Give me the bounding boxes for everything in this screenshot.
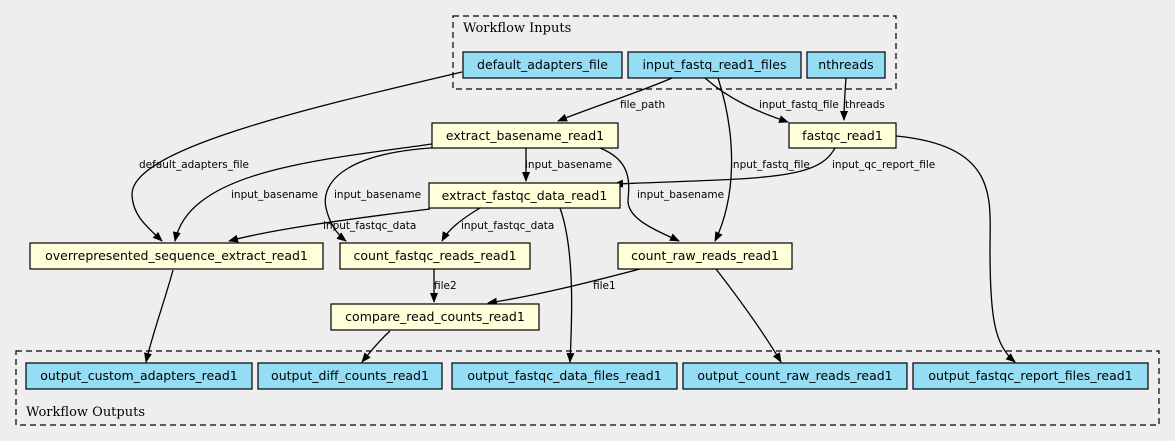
edge-label-input-qc-report-file: input_qc_report_file — [832, 159, 935, 171]
edge-default-adapters-file — [131, 71, 463, 242]
node-overrepresented-sequence-extract-read1[interactable]: overrepresented_sequence_extract_read1 — [29, 242, 324, 270]
edge-count-raw-reads — [715, 268, 782, 363]
node-output-diff-counts-read1[interactable]: output_diff_counts_read1 — [257, 362, 443, 390]
node-label: output_fastqc_data_files_read1 — [467, 368, 661, 383]
edge-label-input-fastqc-data-2: input_fastqc_data — [461, 220, 554, 232]
node-extract-basename-read1[interactable]: extract_basename_read1 — [431, 122, 619, 149]
edge-label-file-path: file_path — [620, 99, 665, 111]
edge-input-fastqc-data-2 — [441, 207, 481, 242]
edge-fastqc-data-files — [559, 207, 575, 363]
node-count-raw-reads-read1[interactable]: count_raw_reads_read1 — [617, 242, 793, 270]
workflow-inputs-cluster: Workflow Inputs — [452, 15, 897, 90]
node-count-fastqc-reads-read1[interactable]: count_fastqc_reads_read1 — [339, 242, 531, 270]
node-output-count-raw-reads-read1[interactable]: output_count_raw_reads_read1 — [682, 362, 908, 390]
node-label: output_fastqc_report_files_read1 — [928, 368, 1132, 383]
edge-input-basename-2 — [324, 146, 451, 242]
edge-label-default-adapters-file: default_adapters_file — [139, 159, 249, 171]
workflow-outputs-cluster: Workflow Outputs — [15, 350, 1160, 426]
edge-input-basename-4 — [599, 147, 680, 242]
node-label: overrepresented_sequence_extract_read1 — [45, 248, 308, 263]
edge-fastqc-report — [895, 135, 1016, 363]
node-label: extract_basename_read1 — [446, 128, 604, 143]
node-extract-fastqc-data-read1[interactable]: extract_fastqc_data_read1 — [428, 182, 621, 209]
edge-threads — [840, 77, 849, 121]
node-label: count_raw_reads_read1 — [631, 248, 779, 263]
node-label: fastqc_read1 — [802, 128, 883, 143]
edge-custom-adapters — [144, 269, 174, 363]
workflow-outputs-label: Workflow Outputs — [26, 405, 145, 420]
edge-label-threads: threads — [845, 99, 885, 111]
node-label: output_diff_counts_read1 — [271, 368, 429, 383]
node-output-custom-adapters-read1[interactable]: output_custom_adapters_read1 — [25, 362, 253, 390]
edge-input-fastqc-data-1 — [228, 208, 431, 243]
node-label: output_custom_adapters_read1 — [40, 368, 238, 383]
edge-label-input-fastq-file: input_fastq_file — [759, 99, 839, 111]
node-label: default_adapters_file — [477, 57, 608, 72]
node-nthreads[interactable]: nthreads — [806, 51, 886, 79]
node-label: input_fastq_read1_files — [643, 57, 787, 72]
edge-input-fastq-file-2 — [714, 77, 733, 242]
node-output-fastqc-data-files-read1[interactable]: output_fastqc_data_files_read1 — [451, 362, 678, 390]
node-label: compare_read_counts_read1 — [345, 309, 525, 324]
edges — [131, 71, 1016, 363]
edge-input-basename-1 — [172, 143, 433, 242]
edge-file1 — [487, 268, 641, 306]
edge-label-input-fastqc-data-1: input_fastqc_data — [323, 220, 416, 232]
edge-input-fastq-file — [704, 77, 789, 123]
edge-label-input-basename-3: input_basename — [525, 159, 612, 171]
node-input-fastq-read1-files[interactable]: input_fastq_read1_files — [627, 51, 802, 79]
workflow-inputs-label: Workflow Inputs — [463, 21, 571, 36]
node-output-fastqc-report-files-read1[interactable]: output_fastqc_report_files_read1 — [912, 362, 1149, 390]
node-compare-read-counts-read1[interactable]: compare_read_counts_read1 — [330, 303, 540, 331]
node-label: count_fastqc_reads_read1 — [353, 248, 516, 263]
edge-label-input-basename-2: input_basename — [334, 189, 421, 201]
edge-input-qc-report-file — [613, 145, 837, 188]
node-label: extract_fastqc_data_read1 — [442, 188, 608, 203]
edge-label-file1: file1 — [593, 280, 616, 292]
edge-diff-counts — [361, 330, 391, 363]
edge-label-input-fastq-file-2: input_fastq_file — [730, 159, 810, 171]
edge-label-input-basename-4: input_basename — [637, 189, 724, 201]
node-default-adapters-file[interactable]: default_adapters_file — [462, 51, 623, 79]
node-label: output_count_raw_reads_read1 — [697, 368, 892, 383]
node-fastqc-read1[interactable]: fastqc_read1 — [788, 122, 897, 149]
edge-file-path — [557, 77, 673, 122]
edge-label-input-basename-1: input_basename — [231, 189, 318, 201]
edge-label-file2: file2 — [434, 280, 457, 292]
edge-labels: file_path input_fastq_file threads defau… — [139, 99, 935, 292]
node-label: nthreads — [818, 57, 873, 72]
